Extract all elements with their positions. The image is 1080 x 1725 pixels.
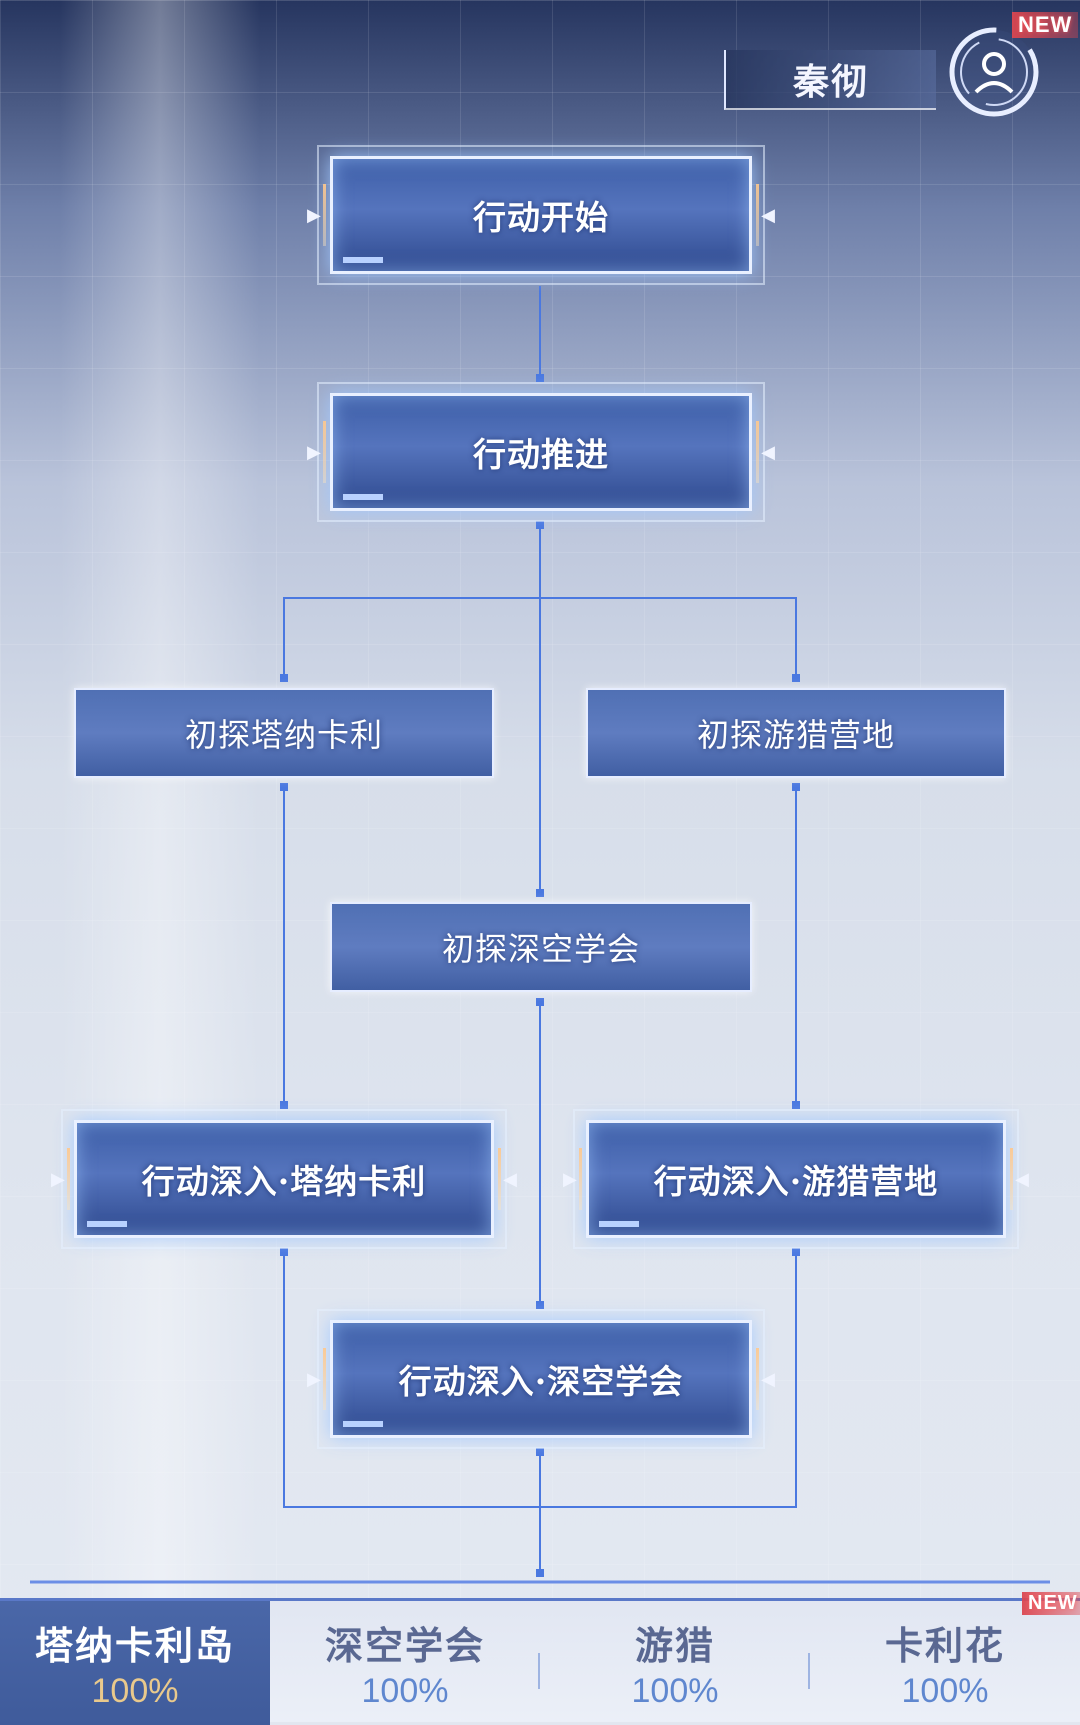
tab-deepspace-society[interactable]: 深空学会 100%: [270, 1601, 540, 1725]
background-glow: [60, 0, 260, 1722]
accent-bar: [323, 420, 326, 484]
character-name-plate: 秦彻: [724, 50, 936, 110]
tab-progress: 100%: [631, 1672, 719, 1710]
new-badge-header: NEW: [1012, 12, 1079, 38]
tab-divider: [808, 1653, 810, 1689]
accent-bar: [579, 1147, 582, 1211]
tab-divider: [538, 1653, 540, 1689]
node-label: 初探深空学会: [441, 930, 640, 968]
node-explore-hunt-camp[interactable]: 初探游猎营地: [586, 688, 1006, 778]
node-label: 行动深入·游猎营地: [653, 1162, 939, 1201]
chevron-left-icon: ◀: [1015, 1169, 1029, 1190]
node-label: 初探塔纳卡利: [184, 716, 383, 754]
accent-bar: [756, 420, 759, 484]
region-tab-bar: 塔纳卡利岛 100% 深空学会 100% 游猎 100% 卡利花 100%: [0, 1598, 1080, 1725]
chevron-right-icon: ▶: [307, 205, 321, 226]
profile-icon: [949, 27, 1039, 117]
tab-name: 塔纳卡利岛: [34, 1623, 235, 1668]
tab-name: 深空学会: [324, 1623, 485, 1668]
tab-progress: 100%: [91, 1672, 179, 1710]
chevron-right-icon: ▶: [307, 1369, 321, 1390]
chevron-left-icon: ◀: [761, 442, 775, 463]
chevron-left-icon: ◀: [503, 1169, 517, 1190]
chevron-right-icon: ▶: [563, 1169, 577, 1190]
tab-name: 游猎: [634, 1623, 715, 1668]
node-deep-hunt-camp[interactable]: ▶ 行动深入·游猎营地 ◀: [563, 1109, 1029, 1249]
node-action-start[interactable]: ▶ 行动开始 ◀: [307, 145, 775, 285]
accent-bar: [323, 1347, 326, 1411]
chevron-right-icon: ▶: [307, 442, 321, 463]
node-deep-tanakali[interactable]: ▶ 行动深入·塔纳卡利 ◀: [51, 1109, 517, 1249]
accent-bar: [756, 183, 759, 247]
tab-tanakali-island[interactable]: 塔纳卡利岛 100%: [0, 1601, 270, 1725]
chevron-right-icon: ▶: [51, 1169, 65, 1190]
accent-bar: [67, 1147, 70, 1211]
tab-progress: 100%: [901, 1672, 989, 1710]
node-label: 行动深入·深空学会: [398, 1362, 684, 1401]
chevron-left-icon: ◀: [761, 205, 775, 226]
accent-bar: [323, 183, 326, 247]
node-label: 行动开始: [473, 198, 609, 237]
tab-name: 卡利花: [884, 1623, 1005, 1668]
node-explore-tanakali[interactable]: 初探塔纳卡利: [74, 688, 494, 778]
accent-bar: [498, 1147, 501, 1211]
character-switch-button[interactable]: [944, 22, 1044, 122]
accent-bar: [1010, 1147, 1013, 1211]
node-action-advance[interactable]: ▶ 行动推进 ◀: [307, 382, 775, 522]
node-label: 行动推进: [473, 435, 609, 474]
node-explore-deepspace[interactable]: 初探深空学会: [330, 902, 752, 992]
tab-kali-flower[interactable]: 卡利花 100%: [810, 1601, 1080, 1725]
tab-progress: 100%: [361, 1672, 449, 1710]
node-label: 初探游猎营地: [696, 716, 895, 754]
accent-bar: [756, 1347, 759, 1411]
node-deep-deepspace[interactable]: ▶ 行动深入·深空学会 ◀: [307, 1309, 775, 1449]
character-name: 秦彻: [792, 61, 869, 103]
node-label: 行动深入·塔纳卡利: [141, 1162, 427, 1201]
new-badge-tab: NEW: [1022, 1592, 1080, 1615]
chevron-left-icon: ◀: [761, 1369, 775, 1390]
tab-hunting[interactable]: 游猎 100%: [540, 1601, 810, 1725]
